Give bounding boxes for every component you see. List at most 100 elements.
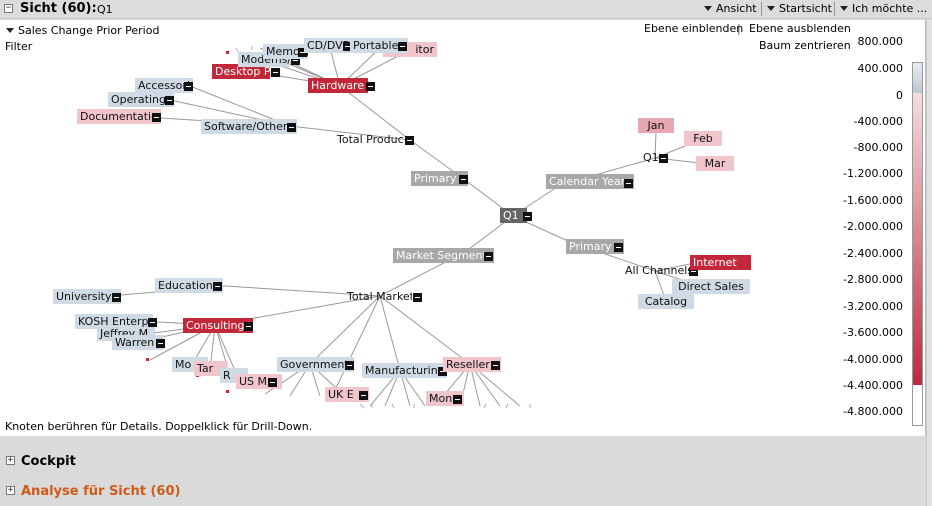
collapse-node-icon[interactable]: [148, 318, 157, 327]
tree-node-kosh[interactable]: KOSH Enterp: [75, 314, 153, 329]
collapse-node-icon[interactable]: [453, 395, 462, 404]
tree-node-all-channels[interactable]: All Channels: [625, 264, 690, 277]
status-hint: Knoten berühren für Details. Doppelklick…: [5, 420, 313, 433]
tree-node-cddvd[interactable]: CD/DVD: [304, 38, 352, 53]
vertical-scrollbar[interactable]: [926, 20, 932, 506]
legend-label: -1.600.000: [843, 194, 903, 207]
collapse-node-icon[interactable]: [624, 179, 633, 188]
collapse-node-icon[interactable]: [112, 293, 121, 302]
tree-node-tar[interactable]: Tar: [194, 361, 228, 376]
tree-node-portable[interactable]: Portable: [350, 38, 408, 53]
center-tree-link[interactable]: Baum zentrieren: [759, 39, 851, 52]
expand-icon[interactable]: +: [6, 455, 15, 465]
tree-node-uk-e[interactable]: UK E: [325, 387, 369, 402]
collapse-node-icon[interactable]: [345, 361, 354, 370]
analysis-section[interactable]: + Analyse für Sicht (60): [0, 476, 926, 506]
collapse-node-icon[interactable]: [156, 339, 165, 348]
tree-node-total-product[interactable]: Total Product: [337, 133, 404, 146]
collapse-node-icon[interactable]: [268, 378, 277, 387]
tree-node-jan[interactable]: Jan: [638, 118, 674, 133]
chevron-down-icon: [840, 6, 848, 11]
tree-node-q1[interactable]: Q1: [643, 151, 659, 164]
collapse-node-icon[interactable]: [523, 212, 532, 221]
collapse-node-icon[interactable]: [405, 136, 414, 145]
collapse-node-icon[interactable]: [343, 42, 352, 51]
collapse-node-icon[interactable]: [213, 282, 222, 291]
tree-node-education[interactable]: Education: [155, 278, 223, 293]
tree-node-feb[interactable]: Feb: [684, 131, 722, 146]
tree-node-market-segment[interactable]: Market Segment: [393, 248, 494, 263]
tree-node-manufacturing[interactable]: Manufacturing: [362, 363, 447, 378]
chevron-down-icon: [704, 6, 712, 11]
tree-node-root[interactable]: Q1: [500, 208, 527, 223]
tree-node-desktop[interactable]: Desktop P: [212, 64, 270, 79]
color-scale-gradient: [913, 63, 922, 425]
legend-label: -2.800.000: [843, 273, 903, 286]
ich-moechte-menu[interactable]: Ich möchte ...: [840, 2, 927, 15]
legend-label: 0: [896, 89, 903, 102]
tree-node-warren[interactable]: Warren: [112, 335, 164, 350]
startsicht-menu[interactable]: Startsicht: [767, 2, 832, 15]
startsicht-menu-label: Startsicht: [779, 2, 832, 15]
tree-node-total-market[interactable]: Total Market: [347, 290, 412, 303]
collapse-node-icon[interactable]: [614, 243, 623, 252]
collapse-node-icon[interactable]: [184, 82, 193, 91]
view-header: − Sicht (60): Q1 Ansicht Startsicht Ich …: [0, 0, 932, 19]
collapse-node-icon[interactable]: [459, 175, 468, 184]
collapse-node-icon[interactable]: [484, 252, 493, 261]
tree-node-operating[interactable]: Operating: [108, 92, 174, 107]
tree-node-university[interactable]: University: [53, 289, 121, 304]
collapse-node-icon[interactable]: [291, 56, 300, 65]
collapse-level-link[interactable]: Ebene ausblenden: [749, 22, 851, 35]
collapse-node-icon[interactable]: [298, 48, 307, 57]
tree-node-software-other[interactable]: Software/Other: [201, 119, 297, 134]
tree-node-accessories[interactable]: Accessorie: [135, 78, 193, 93]
collapse-node-icon[interactable]: [152, 113, 161, 122]
expand-icon[interactable]: +: [6, 485, 15, 495]
tree-node-documentation[interactable]: Documentatio: [77, 109, 161, 124]
tree-node-reseller[interactable]: Reseller: [443, 357, 501, 372]
tree-node-catalog[interactable]: Catalog: [638, 294, 694, 309]
menu-divider: [761, 2, 762, 16]
collapse-node-icon[interactable]: [491, 361, 500, 370]
legend-label: -4.800.000: [843, 405, 903, 418]
legend-label: -1.200.000: [843, 167, 903, 180]
collapse-node-icon[interactable]: [271, 68, 280, 77]
tree-node-hardware[interactable]: Hardware: [308, 78, 368, 93]
collapse-node-icon[interactable]: [413, 293, 422, 302]
legend-label: -2.400.000: [843, 247, 903, 260]
tree-node-consulting[interactable]: Consulting: [183, 318, 253, 333]
collapse-node-icon[interactable]: [287, 123, 296, 132]
collapse-node-icon[interactable]: [689, 267, 698, 276]
ansicht-menu[interactable]: Ansicht: [704, 2, 757, 15]
filter-link[interactable]: Filter: [5, 40, 33, 53]
color-scale-bar: [912, 62, 923, 426]
legend-label: -3.200.000: [843, 300, 903, 313]
tree-node-government[interactable]: Government: [277, 357, 354, 372]
cockpit-title: Cockpit: [21, 454, 76, 469]
collapse-node-icon[interactable]: [359, 391, 368, 400]
tree-node-internet[interactable]: Internet: [690, 255, 751, 270]
collapse-node-icon[interactable]: [366, 82, 375, 91]
legend-label: 400.000: [857, 62, 904, 75]
cockpit-section[interactable]: + Cockpit: [0, 446, 926, 476]
collapse-node-icon[interactable]: [659, 154, 668, 163]
collapse-node-icon[interactable]: [165, 96, 174, 105]
tree-node-channel-primary[interactable]: Primary: [566, 239, 624, 254]
tree-node-direct-sales[interactable]: Direct Sales: [672, 279, 750, 294]
collapse-node-icon[interactable]: [244, 322, 253, 331]
legend-label: -3.600.000: [843, 326, 903, 339]
expand-level-link[interactable]: Ebene einblenden: [644, 22, 744, 35]
analysis-title: Analyse für Sicht (60): [21, 484, 181, 499]
collapse-node-icon[interactable]: [398, 42, 407, 51]
measure-selector[interactable]: Sales Change Prior Period: [6, 24, 159, 37]
collapse-view-toggle[interactable]: −: [4, 3, 13, 13]
decomposition-tree-panel: Sales Change Prior Period Filter Ebene e…: [0, 20, 926, 436]
tree-node-mar[interactable]: Mar: [696, 156, 734, 171]
tree-node-product-primary[interactable]: Primary: [411, 171, 468, 186]
collapse-node-icon[interactable]: [438, 367, 447, 376]
legend-label: -2.000.000: [843, 220, 903, 233]
tree-node-memory[interactable]: Memory: [263, 44, 308, 59]
ich-moechte-menu-label: Ich möchte ...: [852, 2, 928, 15]
tree-node-calendar-year[interactable]: Calendar Year: [546, 174, 634, 189]
